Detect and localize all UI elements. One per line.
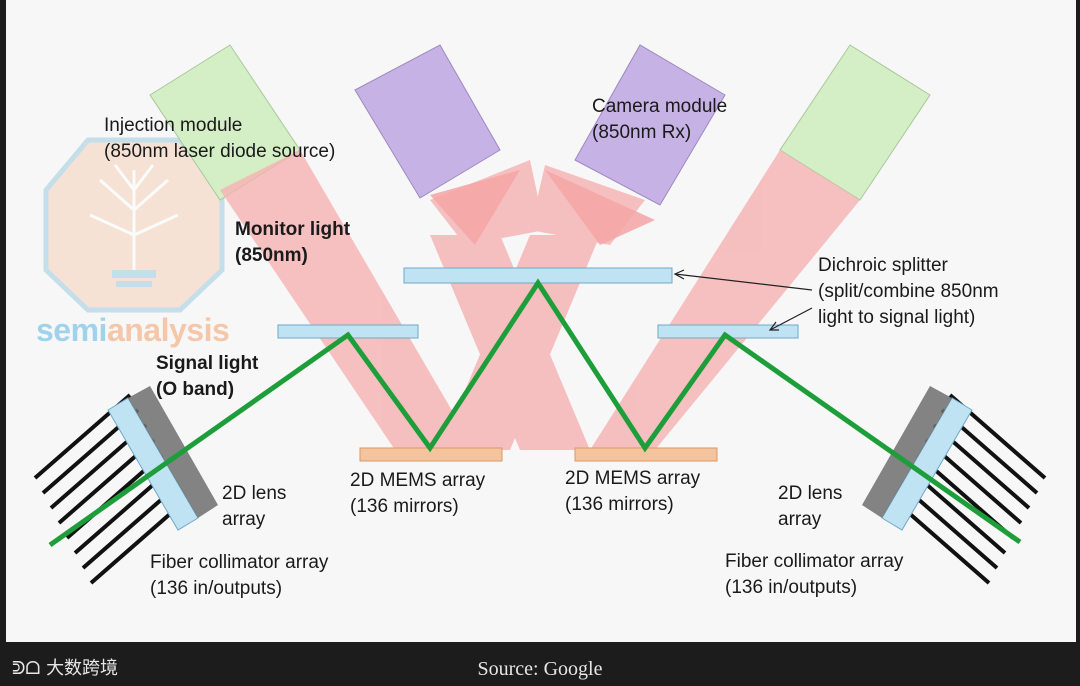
dichroic-line3: light to signal light) [818,307,976,328]
watermark-part1: semi [36,312,107,348]
signal-light-path [48,278,1022,548]
fiber-right-line2: (136 in/outputs) [725,577,858,598]
lens-array-right [862,386,973,531]
lens-right-label: 2D lens array [778,481,842,533]
footer-logo-icon: ᕲᗝ [12,658,47,679]
camera-module-label: Camera module (850nm Rx) [592,94,727,146]
monitor-light-label: Monitor light (850nm) [235,217,350,269]
mems-right-label: 2D MEMS array (136 mirrors) [565,466,700,518]
signal-light-line1: Signal light [156,353,259,374]
fiber-left-line1: Fiber collimator array [150,552,329,573]
footer-logo-text: 大数跨境 [46,658,119,679]
injection-module-line1: Injection module [104,115,243,136]
camera-module-line2: (850nm Rx) [592,122,692,143]
footer-bar: ᕲᗝ 大数跨境 Source: Google [0,642,1080,686]
camera-arrow-left [430,170,520,245]
mems-left-line2: (136 mirrors) [350,496,459,517]
camera-module-line1: Camera module [592,96,728,117]
fiber-right-line1: Fiber collimator array [725,551,904,572]
mems-right-line1: 2D MEMS array [565,468,701,489]
signal-light-label: Signal light (O band) [156,351,258,403]
mems-right-line2: (136 mirrors) [565,494,674,515]
fiber-right-label: Fiber collimator array (136 in/outputs) [725,549,903,601]
monitor-light-line2: (850nm) [235,245,308,266]
fiber-left-line2: (136 in/outputs) [150,578,283,599]
ocs-diagram [33,44,1047,585]
camera-module-box-left [354,44,501,199]
monitor-light-beams [220,150,860,450]
dichroic-line1: Dichroic splitter [818,255,948,276]
watermark-part2: analysis [106,312,230,348]
lens-right-line2: array [778,509,822,530]
dichroic-pointer-arrows [673,269,813,331]
injection-module-line2: (850nm laser diode source) [104,141,336,162]
semianalysis-watermark [43,137,225,313]
lens-array-left [107,386,218,531]
injection-module-label: Injection module (850nm laser diode sour… [104,113,335,165]
monitor-light-line1: Monitor light [235,219,351,240]
lens-left-line1: 2D lens [222,483,287,504]
footer-logo: ᕲᗝ 大数跨境 [12,654,118,680]
mems-left-line1: 2D MEMS array [350,470,486,491]
lens-left-line2: array [222,509,266,530]
fiber-left-label: Fiber collimator array (136 in/outputs) [150,550,328,602]
source-caption: Source: Google [477,658,603,680]
dichroic-splitter-label: Dichroic splitter (split/combine 850nm l… [818,253,999,331]
signal-light-line2: (O band) [156,379,235,400]
camera-module-box-right [574,44,726,206]
lens-right-line1: 2D lens [778,483,843,504]
dichroic-line2: (split/combine 850nm [818,281,999,302]
lens-left-label: 2D lens array [222,481,286,533]
watermark-wordmark: semianalysis [36,312,230,349]
camera-arrow-right [545,170,655,245]
mems-left-label: 2D MEMS array (136 mirrors) [350,468,485,520]
